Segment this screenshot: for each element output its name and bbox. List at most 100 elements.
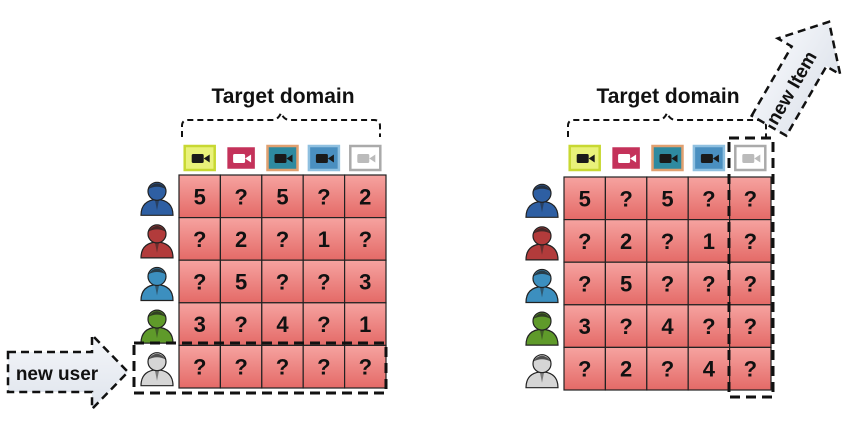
left-cell-r5c2 (219, 344, 263, 389)
right-rating-value: 3 (579, 314, 591, 339)
right-cell-r2c5 (728, 219, 772, 263)
left-item-icon-2 (224, 144, 258, 172)
right-rating-value: 4 (703, 357, 716, 382)
right-rating-value: 4 (661, 314, 674, 339)
new-item-highlight-box (727, 136, 775, 399)
left-rating-value: ? (359, 355, 372, 380)
right-rating-value: 2 (620, 229, 632, 254)
left-item-icon-3 (266, 144, 299, 172)
right-rating-value: ? (661, 272, 674, 297)
right-rating-value: 5 (620, 272, 632, 297)
left-panel: Target domain 5?5?2?2?1??5??33?4?1????? … (6, 85, 388, 413)
left-rating-value: ? (276, 227, 289, 252)
left-rating-value: ? (193, 270, 206, 295)
right-user-icons (525, 183, 559, 389)
left-cell-r3c4 (302, 259, 346, 304)
left-cell-r1c4 (302, 174, 346, 219)
left-cell-r3c2 (219, 259, 263, 304)
left-cell-r5c5 (344, 344, 387, 389)
right-cell-r3c1 (563, 261, 607, 306)
right-rating-value: ? (702, 314, 715, 339)
left-user-icon-1 (140, 181, 174, 216)
right-cell-r5c1 (563, 346, 607, 391)
right-rating-value: 2 (620, 357, 632, 382)
left-rating-value: 5 (194, 184, 206, 209)
left-cell-r3c5 (344, 259, 387, 304)
left-rating-value: ? (193, 355, 206, 380)
right-rating-value: ? (744, 357, 757, 382)
right-rating-value: ? (702, 186, 715, 211)
right-cell-r3c5 (728, 261, 772, 306)
right-rating-value: ? (661, 229, 674, 254)
right-cell-r5c2 (604, 346, 648, 391)
right-rating-value: ? (744, 186, 757, 211)
right-cell-r1c4 (687, 176, 731, 221)
left-cell-r5c3 (261, 344, 304, 389)
right-user-icon-1 (525, 183, 559, 218)
left-rating-value: ? (193, 227, 206, 252)
left-rating-value: ? (234, 184, 247, 209)
right-rating-value: 1 (703, 229, 715, 254)
left-cell-r5c4 (302, 344, 346, 389)
left-rating-matrix: 5?5?2?2?1??5??33?4?1????? (178, 174, 387, 389)
new-user-highlight-box (132, 341, 388, 395)
left-user-icon-5 (140, 352, 174, 387)
right-item-icon-5 (734, 144, 767, 172)
right-cell-r5c5 (728, 346, 772, 391)
right-cell-r2c1 (563, 219, 607, 263)
left-item-icon-1 (183, 144, 216, 172)
right-cell-r2c3 (646, 219, 689, 263)
left-rating-value: 3 (359, 270, 371, 295)
left-user-icon-4 (140, 309, 174, 344)
right-item-icon-2 (609, 144, 643, 172)
right-rating-value: ? (619, 314, 632, 339)
left-item-icon-4 (307, 144, 341, 172)
right-panel: Target domain 5?5???2?1??5???3?4???2?4? … (525, 20, 842, 399)
left-cell-r2c5 (344, 217, 387, 261)
left-cell-r2c1 (178, 217, 222, 261)
right-rating-value: ? (744, 272, 757, 297)
left-rating-value: ? (276, 355, 289, 380)
left-rating-value: ? (359, 227, 372, 252)
left-item-icon-5 (349, 144, 382, 172)
left-rating-value: ? (234, 355, 247, 380)
left-cell-r4c4 (302, 302, 346, 346)
left-rating-value: ? (276, 270, 289, 295)
left-cell-r3c3 (261, 259, 304, 304)
right-user-icon-5 (525, 354, 559, 389)
right-rating-matrix: 5?5???2?1??5???3?4???2?4? (563, 176, 772, 391)
left-cell-r2c2 (219, 217, 263, 261)
right-cell-r4c2 (604, 304, 648, 348)
left-rating-value: ? (317, 355, 330, 380)
left-cell-r4c1 (178, 302, 222, 346)
right-rating-value: ? (578, 272, 591, 297)
right-user-icon-3 (525, 268, 559, 304)
left-rating-value: 2 (235, 227, 247, 252)
right-user-icon-2 (525, 226, 559, 261)
right-rating-value: ? (661, 357, 674, 382)
right-rating-value: 5 (579, 186, 591, 211)
right-rating-value: ? (744, 229, 757, 254)
right-rating-value: ? (744, 314, 757, 339)
right-cell-r1c1 (563, 176, 607, 221)
right-cell-r1c2 (604, 176, 648, 221)
left-rating-value: 2 (359, 184, 371, 209)
left-rating-value: ? (317, 312, 330, 337)
left-cell-r1c5 (344, 174, 387, 219)
left-rating-value: 5 (276, 184, 288, 209)
right-item-icon-3 (651, 144, 684, 172)
right-rating-value: 5 (661, 186, 673, 211)
new-user-callout-arrow (6, 331, 130, 413)
left-cell-r4c3 (261, 302, 304, 346)
left-rating-value: 3 (194, 312, 206, 337)
right-rating-value: ? (578, 357, 591, 382)
left-rating-value: ? (234, 312, 247, 337)
new-item-callout-arrow (749, 20, 842, 138)
left-cell-r2c4 (302, 217, 346, 261)
right-rating-value: ? (702, 272, 715, 297)
left-domain-brace (181, 110, 381, 137)
left-user-icons (140, 181, 174, 387)
left-item-icons (183, 144, 382, 172)
right-target-domain-title: Target domain (596, 85, 739, 108)
